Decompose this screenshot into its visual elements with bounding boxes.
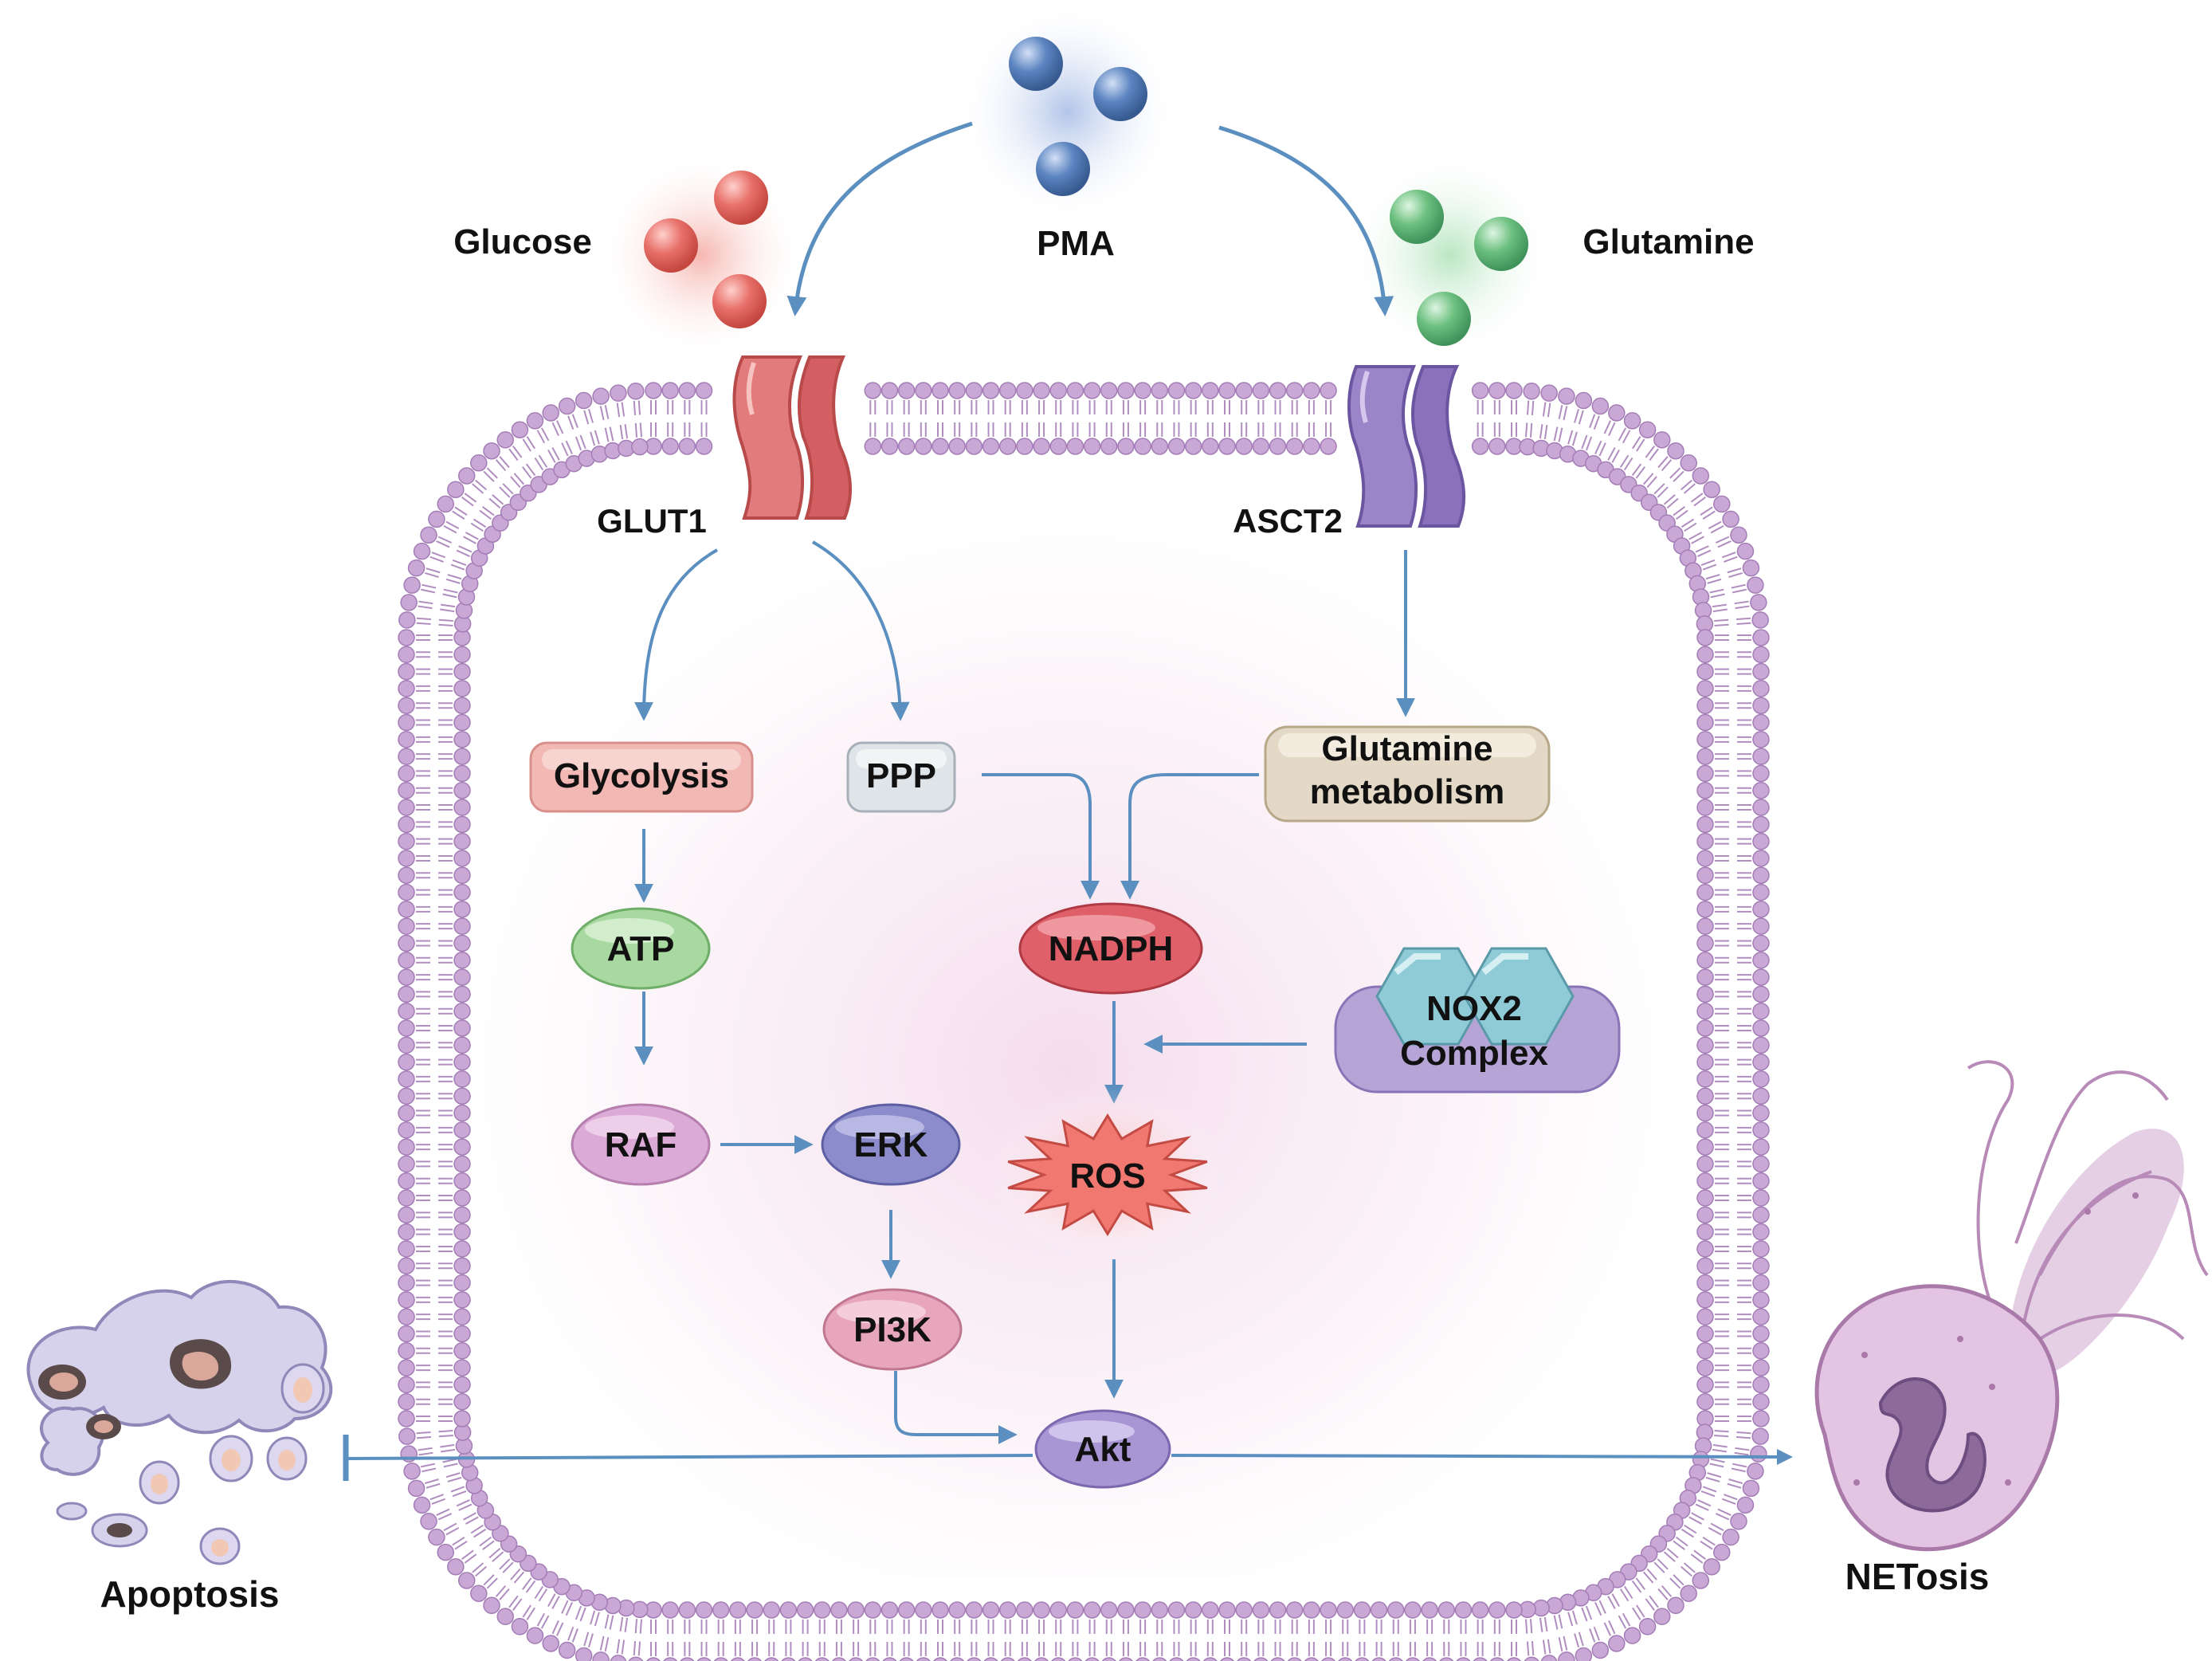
- glucose-particles: [598, 151, 805, 359]
- erk-node: ERK: [821, 1103, 961, 1186]
- glycolysis-node: Glycolysis: [529, 741, 754, 813]
- apoptotic-cell-icon: [26, 1280, 333, 1565]
- raf-node: RAF: [571, 1103, 711, 1186]
- atp-label: ATP: [607, 929, 675, 968]
- pathway-arrows: [634, 540, 1415, 1444]
- pma-to-glut1-arrow: [786, 121, 973, 316]
- pma-to-asct2-arrow: [1218, 125, 1394, 316]
- nadph-label: NADPH: [1049, 929, 1173, 968]
- asct2-transporter-icon: [1347, 365, 1466, 528]
- glutamine-metabolism-label-line1: Glutamine: [1321, 729, 1492, 768]
- raf-label: RAF: [605, 1125, 677, 1164]
- akt-inhibits-apoptosis-line: [347, 1454, 1033, 1460]
- erk-label: ERK: [854, 1125, 928, 1164]
- glut1-label: GLUT1: [597, 502, 707, 540]
- pi3k-label: PI3K: [853, 1310, 931, 1349]
- nox2-label-line1: NOX2: [1426, 989, 1522, 1028]
- glucose-label: Glucose: [453, 222, 592, 261]
- apoptosis-label: Apoptosis: [100, 1573, 280, 1615]
- neutrophil-net-icon: [1814, 1060, 2209, 1552]
- atp-node: ATP: [571, 907, 711, 990]
- ppp-label: PPP: [866, 756, 936, 795]
- nox2-complex-icon: NOX2 Complex: [1334, 947, 1621, 1094]
- pma-particles: [956, 0, 1179, 223]
- pi3k-node: PI3K: [822, 1288, 963, 1371]
- glutamine-metabolism-node: Glutamine metabolism: [1264, 725, 1551, 823]
- ros-node: ROS: [988, 1087, 1227, 1262]
- glut1-transporter-icon: [732, 355, 853, 520]
- glutamine-label: Glutamine: [1583, 222, 1754, 261]
- asct2-label: ASCT2: [1233, 502, 1343, 540]
- akt-node: Akt: [1034, 1409, 1171, 1489]
- nadph-node: NADPH: [1018, 902, 1203, 995]
- glutamine-particles: [1347, 151, 1554, 359]
- cell-membrane: [398, 382, 1770, 1661]
- glycolysis-label: Glycolysis: [554, 756, 729, 795]
- ppp-node: PPP: [846, 741, 956, 813]
- netosis-label: NETosis: [1845, 1556, 1990, 1597]
- akt-to-netosis-arrow: [1171, 1448, 1793, 1465]
- glutamine-metabolism-label-line2: metabolism: [1310, 772, 1505, 811]
- akt-label: Akt: [1075, 1430, 1131, 1469]
- ros-label: ROS: [1069, 1156, 1145, 1196]
- pma-label: PMA: [1037, 224, 1115, 263]
- nox2-label-line2: Complex: [1400, 1034, 1548, 1073]
